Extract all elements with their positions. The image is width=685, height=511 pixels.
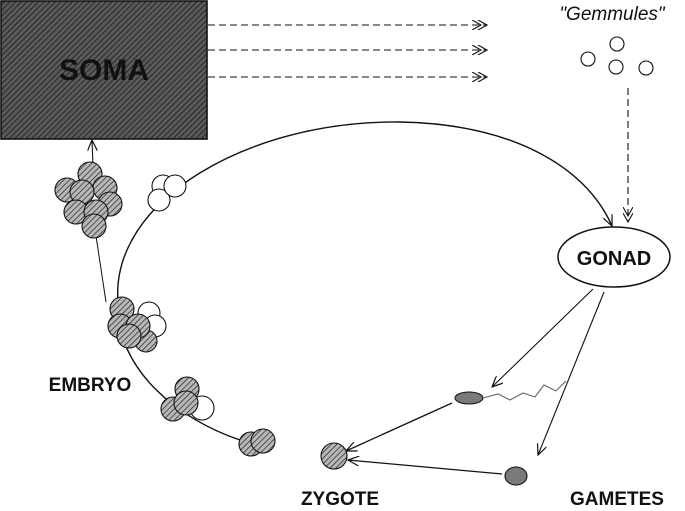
cluster-to-soma-arrow (92, 140, 93, 167)
gemmule-circle (609, 36, 625, 52)
sperm-gamete (454, 380, 567, 405)
gemmule-circle (638, 60, 654, 76)
gametes-label: GAMETES (570, 489, 664, 510)
embryo-to-cluster-line (95, 235, 107, 303)
soma-label: SOMA (59, 54, 149, 87)
somatic-cell-cluster (54, 161, 123, 239)
gonad-label: GONAD (577, 248, 651, 270)
gemmule-circle (580, 51, 596, 67)
gemmules-label: "Gemmules" (559, 4, 666, 25)
sperm-to-zygote-arrow (346, 402, 453, 451)
embryo-label: EMBRYO (49, 375, 132, 396)
morula-stage (107, 296, 167, 353)
soma-box: SOMA (0, 0, 208, 140)
gemmule-flow-arrows (208, 25, 487, 77)
gonad-to-sperm-arrow (492, 288, 594, 387)
egg-to-zygote-arrow (348, 460, 503, 475)
germline-cell-cluster (147, 174, 187, 212)
two-cell-stage (238, 428, 276, 457)
zygote-cell (320, 442, 348, 470)
zygote-label: ZYGOTE (301, 489, 379, 510)
egg-gamete (504, 466, 528, 486)
gemmule-circle (608, 59, 624, 75)
gonad: GONAD (557, 226, 671, 288)
gonad-to-egg-arrow (538, 291, 605, 455)
gemmule-particles (580, 36, 654, 76)
early-cleavage-stage (160, 376, 215, 422)
lifecycle-arc (117, 121, 612, 303)
